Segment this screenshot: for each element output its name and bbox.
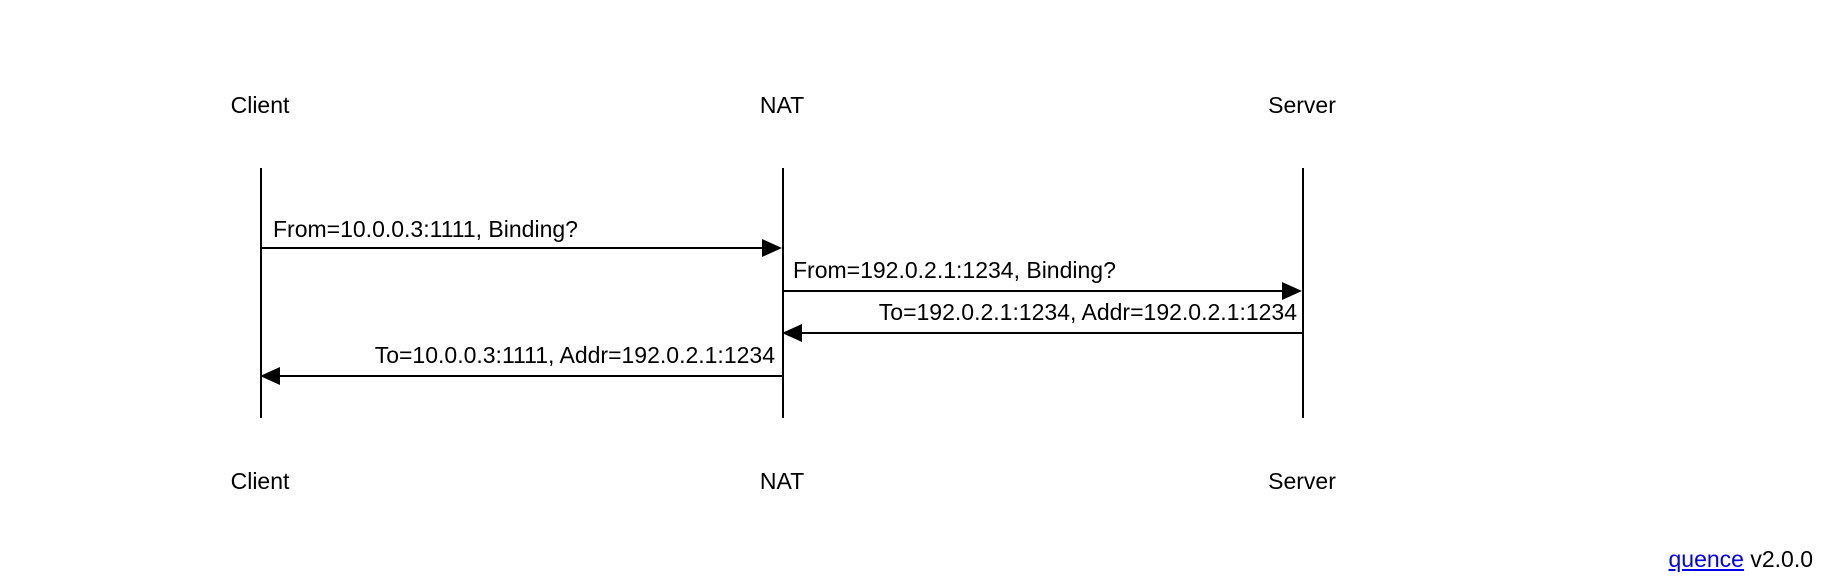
arrowhead-right-icon-msg1: [1282, 282, 1302, 300]
message-arrow-nat-to-server-binding-request: [782, 290, 1282, 292]
arrowhead-right-icon-msg0: [762, 239, 782, 257]
arrowhead-left-icon-msg3: [260, 367, 280, 385]
lifeline-client: [260, 168, 262, 418]
lifeline-server: [1302, 168, 1304, 418]
footer-tool-link[interactable]: quence: [1668, 546, 1744, 572]
lifeline-nat: [782, 168, 784, 418]
footer-version: v2.0.0: [1743, 546, 1813, 572]
message-label-client-to-nat-binding-request: From=10.0.0.3:1111, Binding?: [270, 218, 581, 241]
message-label-nat-to-client-binding-response: To=10.0.0.3:1111, Addr=192.0.2.1:1234: [371, 344, 778, 367]
message-arrow-client-to-nat-binding-request: [260, 247, 762, 249]
actor-label-server-bottom: Server: [1268, 468, 1336, 494]
message-arrow-server-to-nat-binding-response: [802, 332, 1302, 334]
actor-label-nat-top: NAT: [759, 92, 805, 118]
footer-credit: quence v2.0.0: [1668, 546, 1813, 572]
actor-label-nat-bottom: NAT: [759, 468, 805, 494]
actor-label-client-bottom: Client: [230, 468, 290, 494]
actor-label-server-top: Server: [1268, 92, 1336, 118]
actor-label-client-top: Client: [230, 92, 290, 118]
message-arrow-nat-to-client-binding-response: [280, 375, 782, 377]
arrowhead-left-icon-msg2: [782, 324, 802, 342]
message-label-server-to-nat-binding-response: To=192.0.2.1:1234, Addr=192.0.2.1:1234: [875, 301, 1300, 324]
message-label-nat-to-server-binding-request: From=192.0.2.1:1234, Binding?: [790, 259, 1119, 282]
